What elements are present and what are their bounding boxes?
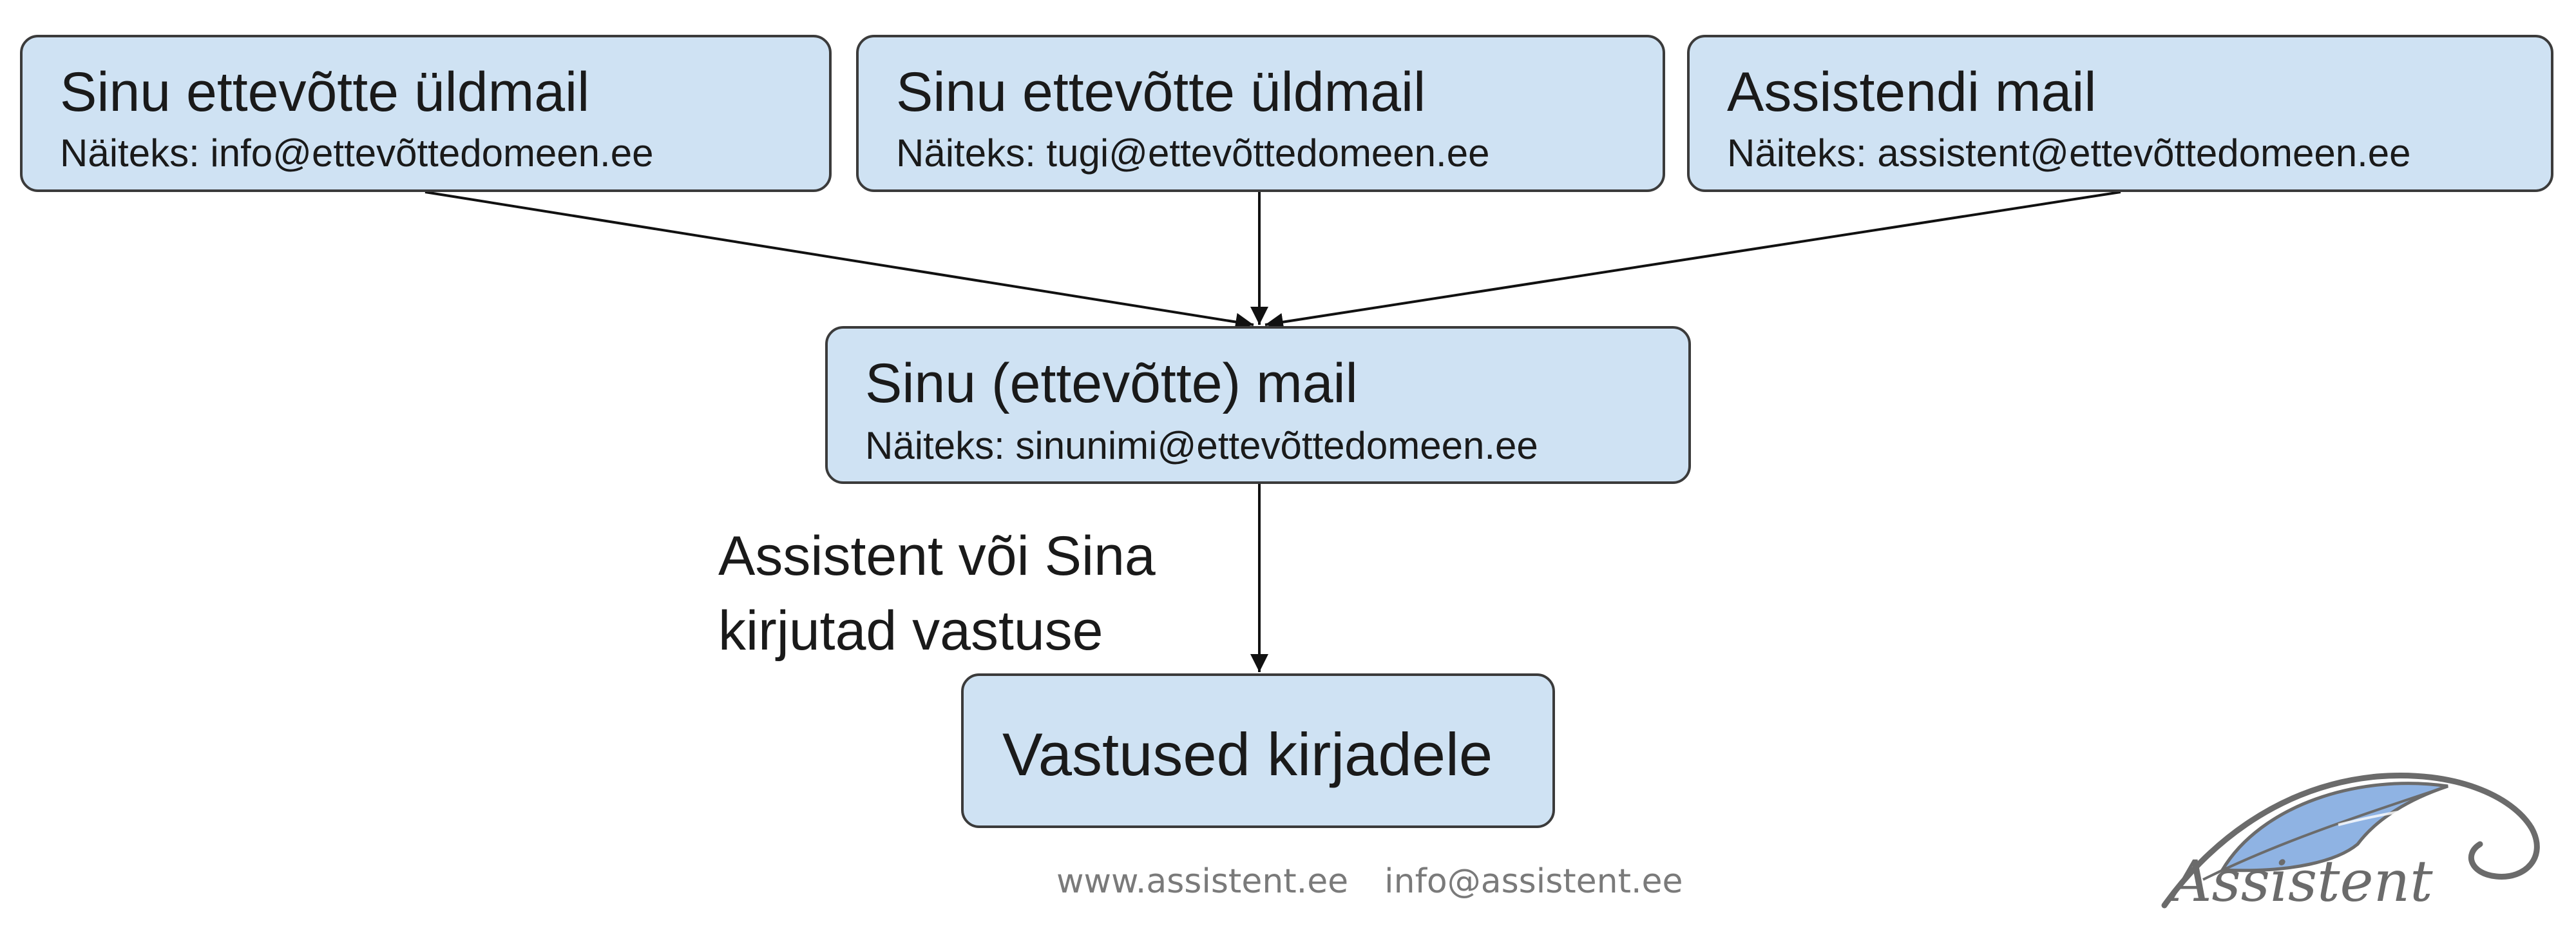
assistent-logo: Assistent [2161,772,2540,914]
swoosh-outline-icon [2161,772,2540,909]
footer-email-link[interactable]: info@assistent.ee [1384,862,1683,901]
footer-website-link[interactable]: www.assistent.ee [1056,862,1349,901]
box-title: Vastused kirjadele [1002,720,1493,788]
box-title: Sinu ettevõtte üldmail [896,61,1426,123]
edge-label-line-1: Assistent või Sina [718,525,1156,587]
box-title: Sinu ettevõtte üldmail [60,61,590,123]
logo-wordmark: Assistent [2166,848,2433,914]
edge-label-line-2: kirjutad vastuse [718,600,1103,662]
box-title: Sinu (ettevõtte) mail [865,352,1358,414]
box-example: Näiteks: tugi@ettevõttedomeen.ee [896,131,1490,175]
box-general-mail-info: Sinu ettevõtte üldmail Näiteks: info@ett… [20,35,832,192]
box-example: Näiteks: info@ettevõttedomeen.ee [60,131,654,175]
footer-contacts: www.assistent.ee info@assistent.ee [1056,862,1719,901]
box-example: Näiteks: sinunimi@ettevõttedomeen.ee [865,424,1538,467]
box-example: Näiteks: assistent@ettevõttedomeen.ee [1727,131,2411,175]
arrow-info-to-main [425,191,1254,331]
box-replies-to-letters: Vastused kirjadele [961,673,1555,828]
box-your-company-mail: Sinu (ettevõtte) mail Näiteks: sinunimi@… [825,326,1691,484]
edge-label-reply: Assistent või Sina kirjutad vastuse [718,519,1298,668]
arrow-assistent-to-main [1264,191,2121,331]
box-general-mail-support: Sinu ettevõtte üldmail Näiteks: tugi@ett… [856,35,1665,192]
box-title: Assistendi mail [1727,61,2097,123]
box-assistant-mail: Assistendi mail Näiteks: assistent@ettev… [1687,35,2553,192]
